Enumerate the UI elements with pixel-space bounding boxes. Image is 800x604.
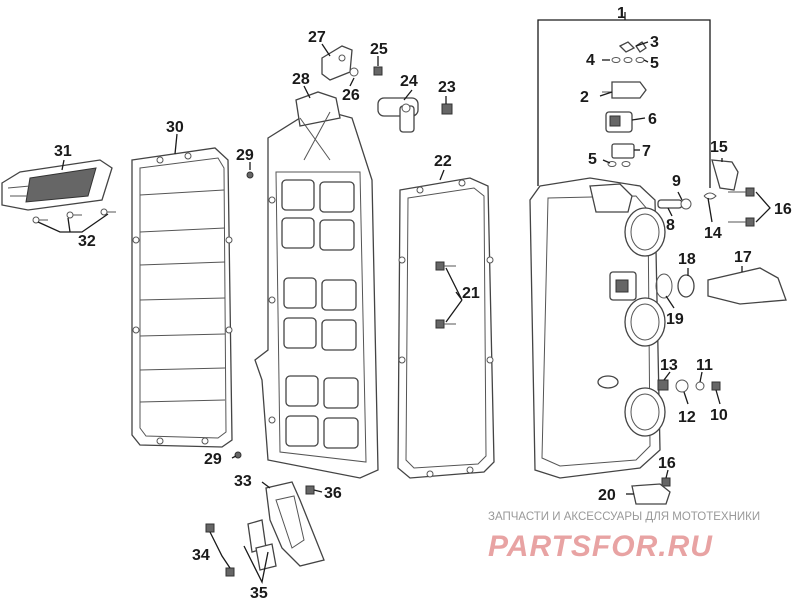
part-22-gasket xyxy=(397,177,495,479)
part-1-manifold-assembly xyxy=(529,177,666,479)
callout-31: 31 xyxy=(54,143,72,160)
callout-27: 27 xyxy=(308,29,326,46)
callout-16: 16 xyxy=(774,201,792,218)
callout-34: 34 xyxy=(192,547,210,564)
part-14-clip xyxy=(703,192,717,200)
part-33-bracket xyxy=(265,481,325,567)
part-29-plug-lower xyxy=(234,451,242,459)
part-36-bolt xyxy=(305,485,315,495)
part-35-spacers xyxy=(247,519,277,571)
part-2-injector xyxy=(602,81,647,99)
part-32-screws xyxy=(32,208,116,224)
callout-16b: 16 xyxy=(658,455,676,472)
part-17-hose xyxy=(707,267,787,305)
part-16-bolts-upper xyxy=(728,187,755,227)
part-3-cap xyxy=(618,41,647,53)
callout-20: 20 xyxy=(598,487,616,504)
part-5b-seals xyxy=(607,161,631,167)
part-29-plug-upper xyxy=(246,171,254,179)
callout-12: 12 xyxy=(678,409,696,426)
callout-3: 3 xyxy=(650,34,659,51)
callout-26: 26 xyxy=(342,87,360,104)
part-23-screw xyxy=(441,103,453,115)
part-31-intake-box xyxy=(1,159,113,211)
part-6-regulator xyxy=(605,111,633,133)
callout-4: 4 xyxy=(586,52,595,69)
callout-23: 23 xyxy=(438,79,456,96)
callout-7: 7 xyxy=(642,143,651,160)
callout-24: 24 xyxy=(400,73,418,90)
part-7-fitting xyxy=(611,143,635,159)
callout-25: 25 xyxy=(370,41,388,58)
leader-lines xyxy=(37,12,771,584)
callout-11: 11 xyxy=(696,357,713,374)
part-10-nut xyxy=(711,381,721,391)
callout-13: 13 xyxy=(660,357,678,374)
watermark-logo: PARTSFOR.RU xyxy=(488,530,713,563)
callout-22: 22 xyxy=(434,153,452,170)
part-12-washer xyxy=(675,379,689,393)
part-24-sensor xyxy=(377,97,419,133)
callout-8: 8 xyxy=(666,217,675,234)
part-16-bolt-lower xyxy=(661,477,671,487)
part-8-9-valve xyxy=(657,198,692,210)
callout-1: 1 xyxy=(617,5,626,22)
callout-21: 21 xyxy=(462,285,480,302)
callout-15: 15 xyxy=(710,139,728,156)
callout-35: 35 xyxy=(250,585,268,602)
part-21-bolts xyxy=(435,261,456,329)
callout-6: 6 xyxy=(648,111,657,128)
watermark-caption: ЗАПЧАСТИ И АКСЕССУАРЫ ДЛЯ МОТОТЕХНИКИ xyxy=(488,511,760,523)
callout-33: 33 xyxy=(234,473,252,490)
part-30-gasket xyxy=(131,147,233,448)
callout-28: 28 xyxy=(292,71,310,88)
part-18-ring xyxy=(677,274,695,298)
callout-29: 29 xyxy=(236,147,254,164)
part-19-clamp xyxy=(655,273,673,299)
part-13-plug xyxy=(657,379,669,391)
part-20-bracket xyxy=(631,483,671,505)
watermark: ЗАПЧАСТИ И АКСЕССУАРЫ ДЛЯ МОТОТЕХНИКИ PA… xyxy=(488,511,760,563)
callout-29b: 29 xyxy=(204,451,222,468)
part-28-intake-manifold xyxy=(254,91,379,479)
callout-5b: 5 xyxy=(588,151,597,168)
callout-30: 30 xyxy=(166,119,184,136)
callout-2: 2 xyxy=(580,89,589,106)
callout-19: 19 xyxy=(666,311,684,328)
callout-10: 10 xyxy=(710,407,728,424)
callout-18: 18 xyxy=(678,251,696,268)
callout-5: 5 xyxy=(650,55,659,72)
callout-36: 36 xyxy=(324,485,342,502)
part-25-screw xyxy=(373,66,383,76)
part-26-washer xyxy=(349,67,359,77)
part-15-hose-fitting xyxy=(711,159,739,191)
callout-32: 32 xyxy=(78,233,96,250)
callout-labels: 1 2 3 4 5 6 5 7 8 9 10 11 12 13 14 15 16… xyxy=(54,5,792,602)
part-4-5-orings xyxy=(611,57,645,63)
part-11-washer xyxy=(695,381,705,391)
part-34-screws xyxy=(205,523,235,577)
callout-17: 17 xyxy=(734,249,752,266)
callout-9: 9 xyxy=(672,173,681,190)
callout-14: 14 xyxy=(704,225,722,242)
